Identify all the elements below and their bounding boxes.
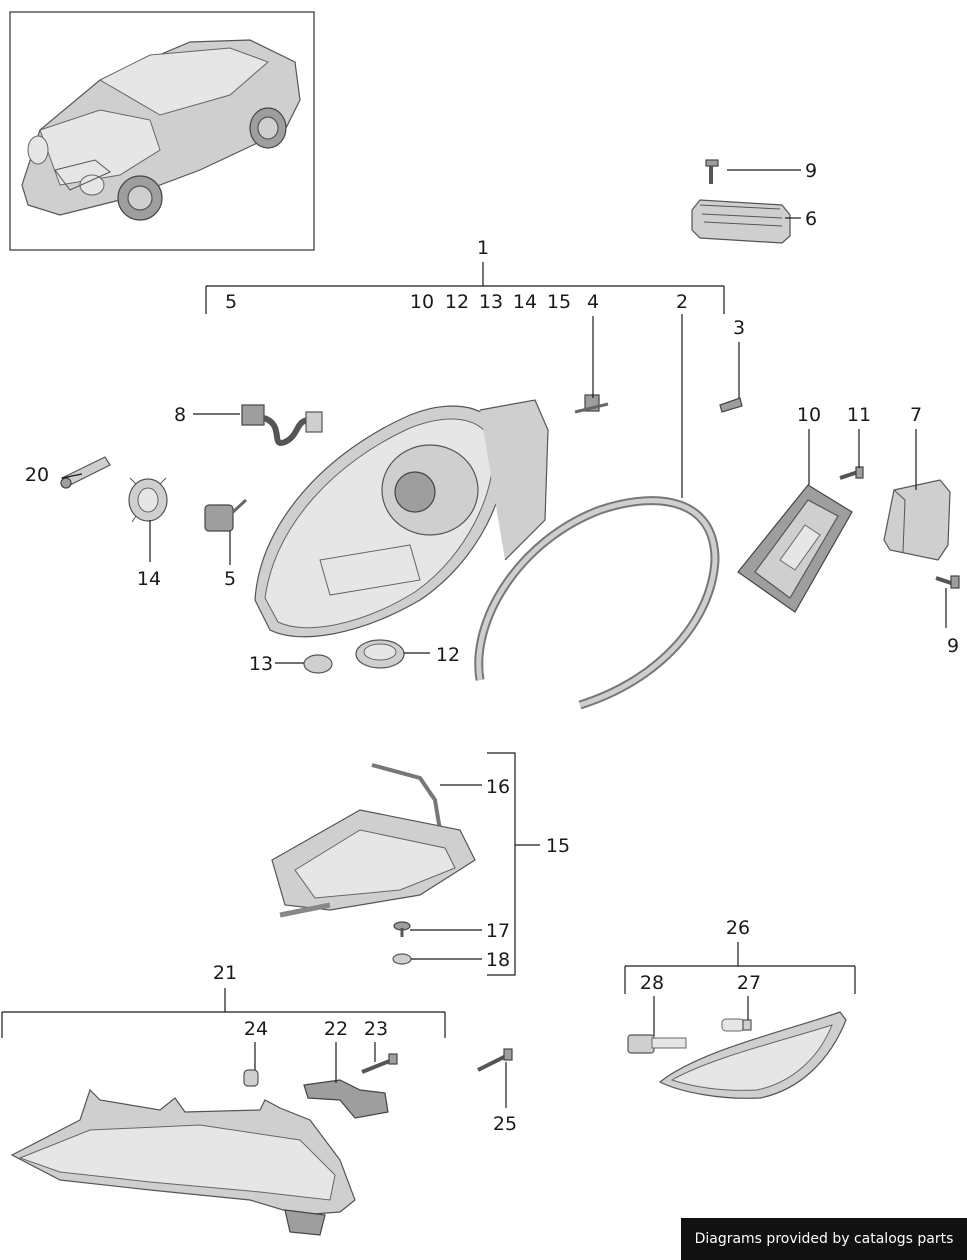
part-7-control-module bbox=[883, 479, 951, 561]
callout-18: 18 bbox=[486, 949, 510, 971]
attribution-text: Diagrams provided by catalogs parts bbox=[694, 1231, 954, 1247]
callout-11: 11 bbox=[847, 404, 871, 426]
part-24-grommet bbox=[243, 1069, 259, 1087]
part-4-bulb bbox=[574, 394, 609, 414]
callout-5: 5 bbox=[224, 568, 236, 590]
part-2-seal bbox=[474, 496, 720, 710]
callout-20: 20 bbox=[25, 464, 49, 486]
part-22-connector bbox=[303, 1079, 389, 1119]
callout-13-top: 13 bbox=[479, 291, 503, 313]
part-25-screw bbox=[477, 1048, 513, 1072]
callout-3: 3 bbox=[733, 317, 745, 339]
part-28-bulb-socket bbox=[627, 1034, 687, 1054]
part-20-clip bbox=[60, 456, 111, 489]
callout-13: 13 bbox=[249, 653, 273, 675]
callout-12: 12 bbox=[436, 644, 460, 666]
part-5-leveling-motor bbox=[204, 498, 248, 532]
part-10-control-unit-frame bbox=[737, 484, 853, 613]
callout-14-top: 14 bbox=[513, 291, 537, 313]
callout-4: 4 bbox=[587, 291, 599, 313]
callout-28: 28 bbox=[640, 972, 664, 994]
callout-24: 24 bbox=[244, 1018, 268, 1040]
callout-10: 10 bbox=[797, 404, 821, 426]
callout-8: 8 bbox=[174, 404, 186, 426]
callout-21: 21 bbox=[213, 962, 237, 984]
callout-9-top: 9 bbox=[805, 160, 817, 182]
callout-10-top: 10 bbox=[410, 291, 434, 313]
callout-27: 27 bbox=[737, 972, 761, 994]
callout-26: 26 bbox=[726, 917, 750, 939]
callout-7: 7 bbox=[910, 404, 922, 426]
callout-16: 16 bbox=[486, 776, 510, 798]
callout-1: 1 bbox=[477, 237, 489, 259]
callout-23: 23 bbox=[364, 1018, 388, 1040]
part-6-control-module bbox=[691, 199, 791, 244]
callout-9-right: 9 bbox=[947, 635, 959, 657]
callout-6: 6 bbox=[805, 208, 817, 230]
part-23-screw bbox=[361, 1053, 398, 1074]
part-3-small-bulb bbox=[719, 397, 743, 413]
callout-2: 2 bbox=[676, 291, 688, 313]
leader-lines bbox=[1, 169, 947, 1108]
callout-5-top: 5 bbox=[225, 291, 237, 313]
callout-14: 14 bbox=[137, 568, 161, 590]
part-17-pin bbox=[393, 921, 411, 937]
part-9-screw-top bbox=[705, 159, 719, 184]
callout-15: 15 bbox=[546, 835, 570, 857]
part-21-daytime-running-light bbox=[10, 1088, 356, 1236]
callout-22: 22 bbox=[324, 1018, 348, 1040]
part-12-cover bbox=[355, 639, 405, 669]
part-11-screw bbox=[839, 466, 864, 480]
callout-labels: 1 5 10 12 13 14 15 4 2 3 9 6 8 20 14 5 1… bbox=[25, 160, 959, 1135]
part-13-cap bbox=[303, 654, 333, 674]
attribution-footer: Diagrams provided by catalogs parts bbox=[681, 1218, 967, 1260]
part-27-bulb bbox=[721, 1018, 752, 1032]
part-9-screw-right bbox=[935, 575, 960, 589]
part-15-bracket bbox=[271, 809, 476, 918]
callout-15-top: 15 bbox=[547, 291, 571, 313]
part-1-headlight-housing bbox=[254, 399, 549, 638]
part-14-cover-cap bbox=[128, 477, 168, 523]
part-26-side-marker bbox=[658, 1011, 847, 1099]
callout-25: 25 bbox=[493, 1113, 517, 1135]
part-8-wiring-connector bbox=[241, 404, 323, 446]
callout-12-top: 12 bbox=[445, 291, 469, 313]
callout-17: 17 bbox=[486, 920, 510, 942]
part-18-washer bbox=[392, 953, 412, 965]
vehicle-thumbnail bbox=[9, 11, 315, 251]
